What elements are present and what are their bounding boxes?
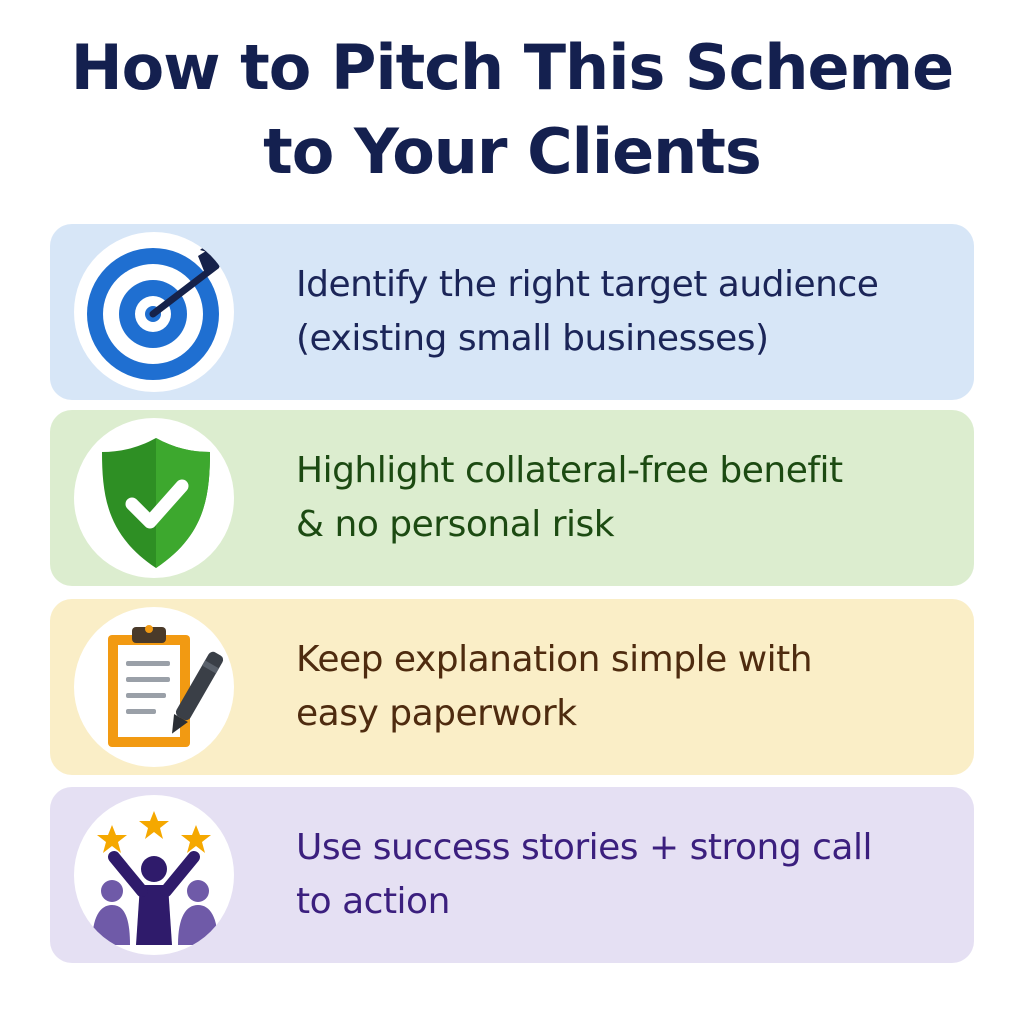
card-line-2: to action	[296, 881, 450, 922]
card-text: Use success stories + strong call to act…	[296, 821, 966, 929]
title-line-2: to Your Clients	[263, 115, 762, 188]
clipboard-pen-icon	[74, 607, 234, 767]
card-line-2: & no personal risk	[296, 504, 615, 545]
card-line-2: easy paperwork	[296, 693, 577, 734]
shield-check-icon	[74, 418, 234, 578]
card-line-1: Keep explanation simple with	[296, 639, 813, 680]
page-title: How to Pitch This Scheme to Your Clients	[0, 26, 1024, 194]
card-simple-paperwork: Keep explanation simple with easy paperw…	[50, 599, 974, 775]
title-line-1: How to Pitch This Scheme	[70, 31, 954, 104]
success-people-icon	[74, 795, 234, 955]
card-line-1: Use success stories + strong call	[296, 827, 873, 868]
card-text: Identify the right target audience (exis…	[296, 258, 966, 366]
card-collateral-free: Highlight collateral-free benefit & no p…	[50, 410, 974, 586]
target-icon	[74, 232, 234, 392]
card-success-stories: Use success stories + strong call to act…	[50, 787, 974, 963]
card-line-1: Highlight collateral-free benefit	[296, 450, 843, 491]
card-text: Keep explanation simple with easy paperw…	[296, 633, 966, 741]
card-line-2: (existing small businesses)	[296, 318, 769, 359]
card-line-1: Identify the right target audience	[296, 264, 879, 305]
card-target-audience: Identify the right target audience (exis…	[50, 224, 974, 400]
card-text: Highlight collateral-free benefit & no p…	[296, 444, 966, 552]
